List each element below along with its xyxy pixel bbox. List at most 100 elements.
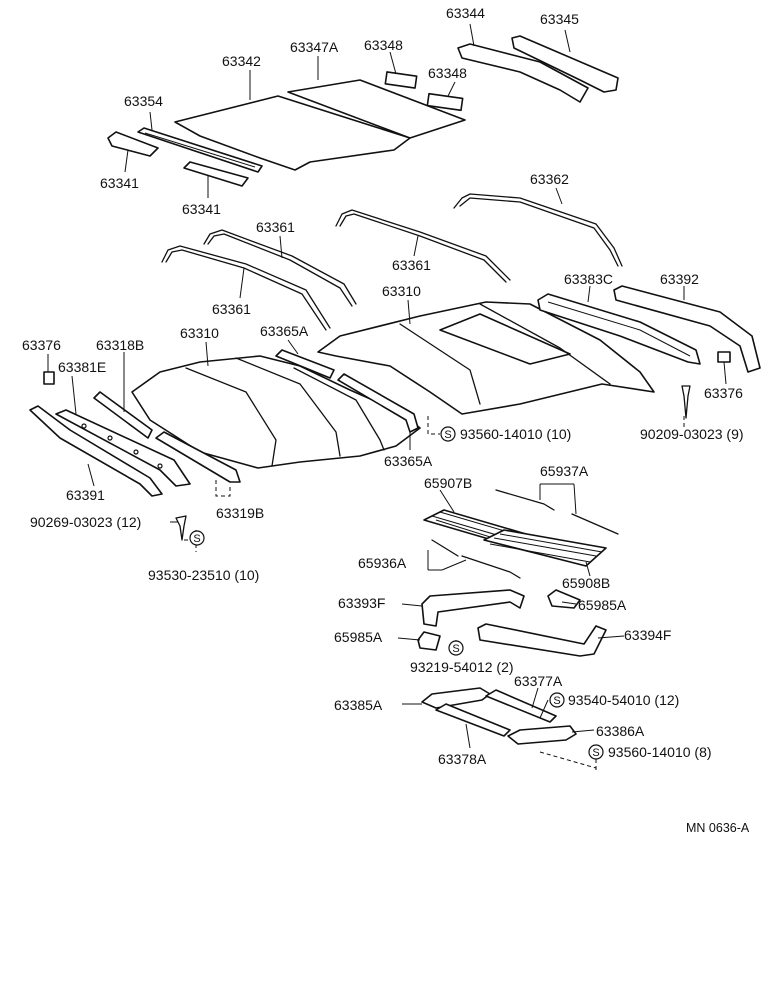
- label-63386A: 63386A: [596, 723, 645, 739]
- svg-text:S: S: [193, 533, 200, 545]
- label-63344: 63344: [446, 5, 485, 21]
- roof-panel-63310-left-rib3: [293, 367, 385, 451]
- label-63361-mid: 63361: [392, 257, 431, 273]
- label-63347A: 63347A: [290, 39, 339, 55]
- trim-63381E: [55, 409, 191, 487]
- rail-63383C-hatch: [547, 301, 691, 357]
- label-63383C: 63383C: [564, 271, 613, 287]
- roof-panel-63310-right-rib2: [479, 303, 611, 385]
- label-63365A-top: 63365A: [260, 323, 309, 339]
- rear-trim-63345: [511, 35, 619, 93]
- label-63361-lower: 63361: [212, 301, 251, 317]
- label-63341-left: 63341: [100, 175, 139, 191]
- roof-bar-63361-mid-inner: [339, 213, 507, 283]
- roof-panel-63310-right: [317, 301, 655, 415]
- rail-63378A: [435, 703, 511, 737]
- label-63348-lower: 63348: [428, 65, 467, 81]
- label-63381E: 63381E: [58, 359, 106, 375]
- screw-90269: [175, 515, 187, 541]
- label-65907B: 65907B: [424, 475, 472, 491]
- label-65985A-right: 65985A: [578, 597, 627, 613]
- visor-63341-left: [107, 131, 159, 157]
- svg-text:S: S: [444, 429, 451, 441]
- label-65908B: 65908B: [562, 575, 610, 591]
- label-65936A: 65936A: [358, 555, 407, 571]
- rear-trim-63344: [457, 43, 589, 103]
- label-65937A: 65937A: [540, 463, 589, 479]
- bracket-63386A: [507, 725, 577, 745]
- label-63354: 63354: [124, 93, 163, 109]
- label-63318B: 63318B: [96, 337, 144, 353]
- label-63319B: 63319B: [216, 505, 264, 521]
- shade-65908B: [483, 529, 607, 567]
- roof-bar-63362: [453, 193, 623, 267]
- screw-symbol-93560a: S: [440, 426, 456, 442]
- pad-63348-lower: [426, 92, 464, 112]
- screw-symbols: S S S S S: [189, 426, 604, 760]
- bracket-63385A: [421, 687, 491, 709]
- rod-65937A-1: [495, 489, 555, 511]
- strip-63354-hatch: [144, 132, 256, 168]
- label-93560-14010-8: 93560-14010 (8): [608, 744, 712, 760]
- label-63391: 63391: [66, 487, 105, 503]
- roof-bar-63361-lower-inner: [165, 249, 327, 331]
- screw-symbol-93540: S: [549, 692, 565, 708]
- roof-panel-63310-left-rib1: [185, 367, 277, 467]
- weatherstrip-63365A-bottom: [337, 373, 419, 433]
- label-63393F: 63393F: [338, 595, 385, 611]
- diagram-ref-code: MN 0636-A: [686, 821, 750, 835]
- clip-63376-right: [717, 351, 731, 363]
- label-63377A: 63377A: [514, 673, 563, 689]
- label-63342: 63342: [222, 53, 261, 69]
- label-63376-left: 63376: [22, 337, 61, 353]
- label-63361-upper: 63361: [256, 219, 295, 235]
- label-63394F: 63394F: [624, 627, 671, 643]
- label-63378A: 63378A: [438, 751, 487, 767]
- shade-65908B-slats: [489, 533, 603, 563]
- roof-panels-group: [29, 285, 761, 541]
- label-93560-14010-10: 93560-14010 (10): [460, 426, 571, 442]
- label-63310-left: 63310: [180, 325, 219, 341]
- label-63362: 63362: [530, 171, 569, 187]
- roof-panel-63310-left: [131, 355, 421, 469]
- sunroof-opening: [439, 313, 571, 365]
- label-63348-upper: 63348: [364, 37, 403, 53]
- headliner-63347A: [287, 79, 466, 139]
- frame-63394F: [477, 623, 607, 657]
- svg-text:S: S: [592, 747, 599, 759]
- weatherstrip-63365A-top: [275, 349, 335, 379]
- rod-65937A-2: [571, 513, 619, 535]
- label-63310-right: 63310: [382, 283, 421, 299]
- screw-symbol-93560b: S: [588, 744, 604, 760]
- clip-63376-left: [43, 371, 55, 385]
- screw-symbol-93530: S: [189, 530, 205, 546]
- label-93540-54010: 93540-54010 (12): [568, 692, 679, 708]
- visor-63341-right: [183, 161, 249, 187]
- label-93219-54012: 93219-54012 (2): [410, 659, 514, 675]
- label-90209-03023: 90209-03023 (9): [640, 426, 744, 442]
- frame-63393F: [421, 589, 525, 627]
- trim-63381E-hole2: [107, 435, 113, 441]
- rail-63392: [613, 285, 761, 373]
- headliner-63342: [174, 95, 411, 171]
- headliner-group: [107, 35, 619, 187]
- roof-panel-63310-right-rib1: [399, 323, 481, 405]
- dashed-leaders: [184, 416, 685, 770]
- trim-63381E-hole4: [157, 463, 163, 469]
- label-63376-right: 63376: [704, 385, 743, 401]
- rod-65936A-2: [461, 555, 521, 579]
- leader-lines: [47, 23, 727, 749]
- label-63341-right: 63341: [182, 201, 221, 217]
- trim-63381E-hole1: [81, 423, 87, 429]
- rod-65936A-1: [431, 539, 459, 557]
- screw-90209: [681, 385, 691, 419]
- part-labels: 63344 63345 63342 63347A 63348 63348 633…: [22, 5, 750, 835]
- roof-bar-63361-upper-inner: [207, 233, 353, 307]
- trim-63319B: [155, 431, 241, 483]
- roof-bar-63361-upper: [203, 229, 357, 305]
- trim-63318B: [93, 391, 153, 439]
- label-63365A-bottom: 63365A: [384, 453, 433, 469]
- rail-63391: [29, 405, 163, 497]
- label-63345: 63345: [540, 11, 579, 27]
